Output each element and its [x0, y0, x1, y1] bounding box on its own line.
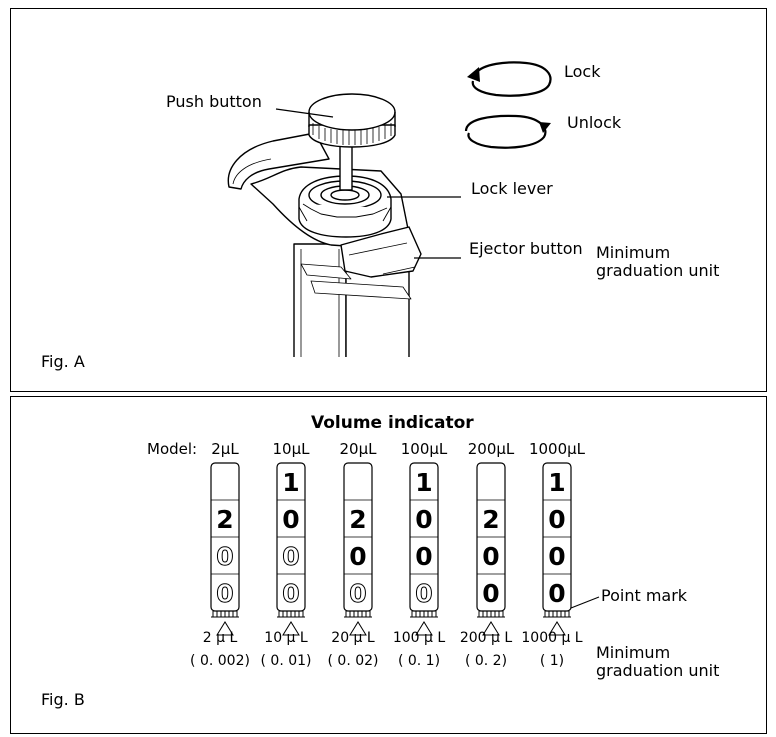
min-grad-value: ( 1) — [539, 653, 565, 669]
min-grad-line2-a: graduation unit — [596, 261, 720, 280]
min-grad-line2-b: graduation unit — [596, 661, 720, 680]
indicator-digit: 0 — [415, 579, 432, 608]
lock-label: Lock — [564, 62, 601, 81]
min-grad-value: ( 0. 01) — [260, 653, 312, 669]
min-grad-value: ( 0. 002) — [190, 653, 250, 669]
figure-a-panel: Push button Lock Unlock Lock lever Eject… — [10, 8, 767, 392]
model-caption: 2 µ L — [202, 630, 238, 646]
model-caption: 100 µ L — [392, 630, 446, 646]
model-caption: 10 µ L — [264, 630, 308, 646]
indicator-digit: 2 — [216, 505, 233, 534]
indicator-digit: 0 — [482, 579, 499, 608]
indicator-digit: 0 — [415, 505, 432, 534]
lock-lever-label: Lock lever — [471, 179, 553, 198]
point-mark-triangle — [548, 621, 566, 636]
indicator-digit: 2 — [349, 505, 366, 534]
push-button-label: Push button — [166, 92, 262, 111]
indicator-digit: 0 — [548, 579, 565, 608]
min-grad-value: ( 0. 2) — [464, 653, 508, 669]
indicator-digit: 0 — [216, 579, 233, 608]
indicator-digit: 0 — [482, 542, 499, 571]
model-name: 10µL — [272, 440, 310, 458]
fig-a-label: Fig. A — [41, 352, 85, 371]
model-caption: 200 µ L — [459, 630, 513, 646]
model-name: 1000µL — [528, 440, 586, 458]
min-grad-line1-a: Minimum — [596, 243, 671, 262]
volume-indicator-drawing: 2 0 0 1 0 0 0 2 0 0 1 0 0 0 2 0 0 1 0 0 0 — [210, 462, 600, 636]
point-mark-leader — [570, 596, 600, 609]
min-grad-line1-b: Minimum — [596, 643, 671, 662]
model-caption: 20 µ L — [331, 630, 375, 646]
unlock-label: Unlock — [567, 113, 622, 132]
point-mark-triangle — [216, 621, 234, 636]
model-name: 200µL — [467, 440, 515, 458]
model-name: 20µL — [339, 440, 377, 458]
fig-b-label: Fig. B — [41, 690, 85, 709]
figure-b-panel: 2 0 0 1 0 0 0 2 0 0 1 0 0 0 2 0 0 1 0 0 0 Volume indicator M… — [10, 396, 767, 734]
volume-indicator-title: Volume indicator — [311, 413, 474, 433]
model-caption: 1000 µ L — [521, 630, 583, 646]
indicator-digit: 2 — [482, 505, 499, 534]
model-name: 100µL — [400, 440, 448, 458]
indicator-digit: 0 — [282, 579, 299, 608]
indicator-digit: 0 — [282, 505, 299, 534]
point-mark-triangle — [482, 621, 500, 636]
indicator-digit: 0 — [216, 542, 233, 571]
point-mark-label: Point mark — [601, 586, 688, 605]
indicator-digit: 0 — [349, 542, 366, 571]
min-grad-value: ( 0. 1) — [397, 653, 441, 669]
min-grad-value: ( 0. 02) — [327, 653, 379, 669]
model-name: 2µL — [211, 440, 239, 458]
ejector-button-label: Ejector button — [469, 239, 583, 258]
point-mark-triangle — [282, 621, 300, 636]
indicator-digit: 0 — [349, 579, 366, 608]
point-mark-triangle — [349, 621, 367, 636]
indicator-digit: 1 — [282, 468, 299, 497]
model-label: Model: — [147, 440, 198, 458]
indicator-digit: 1 — [548, 468, 565, 497]
indicator-digit: 0 — [548, 505, 565, 534]
point-mark-triangle — [415, 621, 433, 636]
indicator-digit: 0 — [282, 542, 299, 571]
pipette-illustration — [227, 61, 552, 357]
indicator-digit: 0 — [548, 542, 565, 571]
indicator-digit: 1 — [415, 468, 432, 497]
indicator-digit: 0 — [415, 542, 432, 571]
